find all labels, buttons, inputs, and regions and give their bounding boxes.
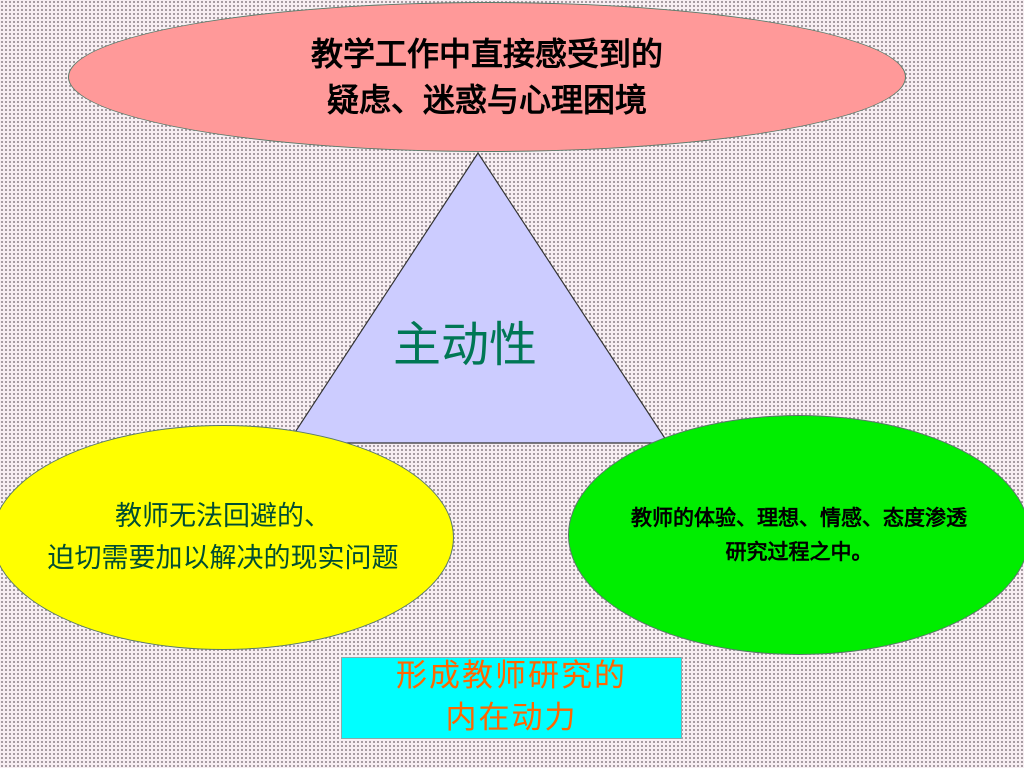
bottom-box: 形成教师研究的 内在动力 (341, 657, 682, 739)
left-ellipse: 教师无法回避的、 迫切需要加以解决的现实问题 (0, 425, 454, 650)
top-ellipse-line-1: 教学工作中直接感受到的 (310, 34, 663, 73)
center-triangle (286, 151, 670, 444)
left-ellipse-line-2: 迫切需要加以解决的现实问题 (47, 542, 399, 574)
right-ellipse-line-2: 研究过程之中。 (725, 539, 873, 564)
top-ellipse: 教学工作中直接感受到的 疑虑、迷惑与心理困境 (68, 2, 906, 152)
top-ellipse-text: 教学工作中直接感受到的 疑虑、迷惑与心理困境 (311, 31, 663, 124)
right-ellipse: 教师的体验、理想、情感、态度渗透 研究过程之中。 (568, 415, 1024, 655)
left-ellipse-text: 教师无法回避的、 迫切需要加以解决的现实问题 (48, 496, 399, 580)
bottom-box-line-1: 形成教师研究的 (396, 658, 627, 695)
center-label: 主动性 (392, 317, 537, 373)
right-ellipse-text: 教师的体验、理想、情感、态度渗透 研究过程之中。 (631, 501, 967, 568)
top-ellipse-line-2: 疑虑、迷惑与心理困境 (326, 81, 647, 119)
bottom-box-line-2: 内在动力 (445, 700, 578, 736)
bottom-box-text: 形成教师研究的 内在动力 (396, 656, 627, 740)
left-ellipse-line-1: 教师无法回避的、 (115, 500, 331, 532)
right-ellipse-line-1: 教师的体验、理想、情感、态度渗透 (631, 505, 967, 531)
